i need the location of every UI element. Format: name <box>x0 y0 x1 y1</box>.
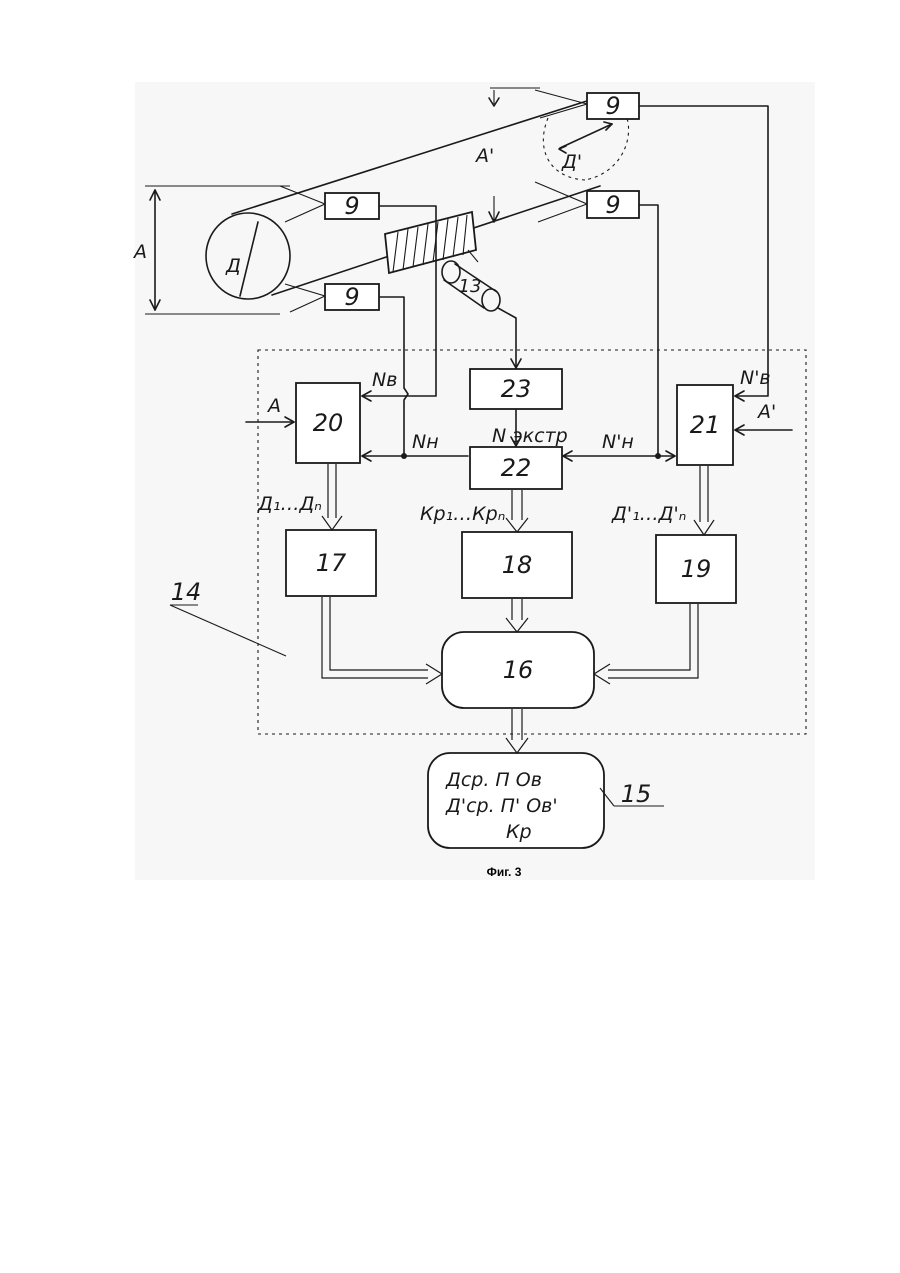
figure-caption: Фиг. 3 <box>487 865 522 879</box>
svg-text:9: 9 <box>344 283 359 311</box>
label-NH: Nн <box>412 431 439 453</box>
display-line-3: Кр <box>506 821 532 843</box>
svg-text:21: 21 <box>690 411 721 439</box>
block-21: 21 <box>677 385 733 465</box>
svg-text:9: 9 <box>605 191 620 219</box>
block-16: 16 <box>442 632 594 708</box>
display-line-2: Д'ср. П' Ов' <box>445 795 558 817</box>
block-17: 17 <box>286 530 376 596</box>
label-D: Д <box>225 255 241 277</box>
svg-text:23: 23 <box>501 375 532 403</box>
svg-text:19: 19 <box>681 555 712 583</box>
label-D-range: Д₁…Дₙ <box>257 493 322 515</box>
svg-text:9: 9 <box>344 192 359 220</box>
label-A: А <box>132 241 147 263</box>
ref-15: 15 <box>621 780 652 808</box>
label-A-input: А <box>266 395 281 417</box>
svg-text:13: 13 <box>459 276 482 297</box>
block-20: 20 <box>296 383 360 463</box>
block-19: 19 <box>656 535 736 603</box>
label-A-prime-input: А' <box>756 401 776 423</box>
svg-text:18: 18 <box>502 551 533 579</box>
display-line-1: Дср. П Ов <box>445 769 542 791</box>
block-18: 18 <box>462 532 572 598</box>
label-N-extr: N экстр <box>492 425 568 447</box>
label-D-prime-range: Д'₁…Д'ₙ <box>611 503 686 525</box>
label-NB: Nв <box>372 369 397 391</box>
block-23: 23 <box>470 369 562 409</box>
label-A-prime: А' <box>474 145 494 167</box>
label-D-prime: Д' <box>561 151 582 173</box>
svg-text:16: 16 <box>503 656 534 684</box>
svg-text:22: 22 <box>501 454 532 482</box>
label-Kp-range: Кр₁…Крₙ <box>420 503 505 525</box>
svg-text:20: 20 <box>313 409 344 437</box>
label-NB-prime: N'в <box>740 367 771 389</box>
svg-text:17: 17 <box>316 549 347 577</box>
svg-text:9: 9 <box>605 92 620 120</box>
ref-14: 14 <box>171 578 202 606</box>
label-NH-prime: N'н <box>602 431 634 453</box>
block-22: 22 <box>470 447 562 489</box>
